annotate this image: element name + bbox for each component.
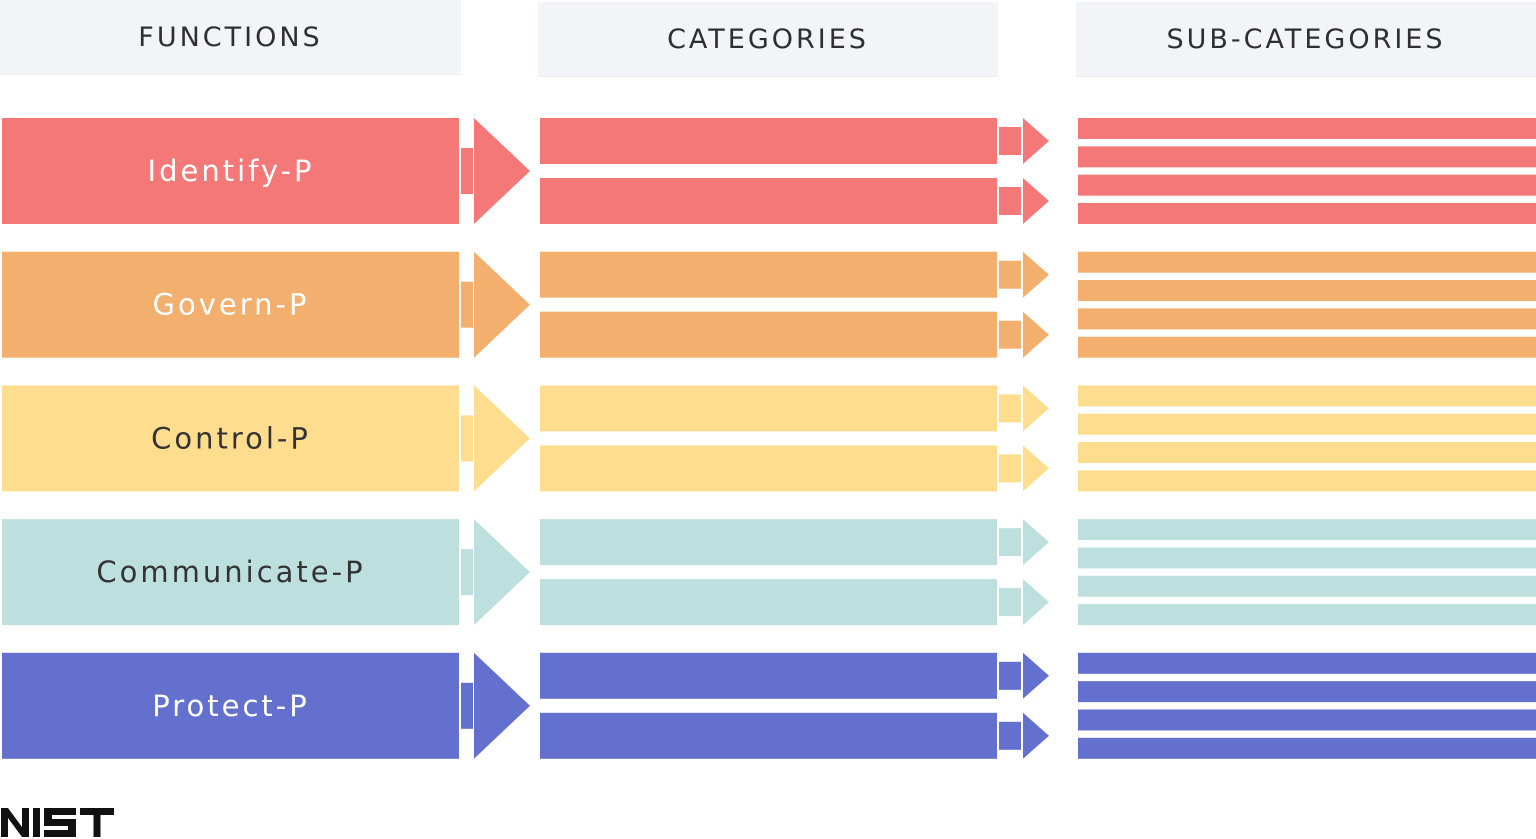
function-label: Protect-P <box>152 689 310 723</box>
category-bar <box>540 311 997 358</box>
function-arrowhead <box>474 519 530 626</box>
category-bar <box>540 178 997 224</box>
category-arrowhead <box>1023 652 1049 699</box>
category-notch <box>999 187 1021 215</box>
function-label: Govern-P <box>153 288 310 322</box>
subcategory-bar <box>1078 251 1536 273</box>
function-block <box>2 652 459 759</box>
subcategory-bar <box>1078 385 1536 407</box>
category-arrowhead <box>1023 519 1049 566</box>
category-notch <box>999 588 1021 617</box>
function-block <box>2 385 459 492</box>
subcategory-bar <box>1078 146 1536 168</box>
function-notch <box>461 549 473 596</box>
category-arrowhead <box>1023 385 1049 432</box>
category-bar <box>540 712 997 759</box>
subcategory-bar <box>1078 681 1536 703</box>
category-notch <box>999 661 1021 690</box>
header-subcategories: SUB-CATEGORIES <box>1076 2 1536 77</box>
subcategory-bar <box>1078 118 1536 139</box>
function-block <box>2 251 459 358</box>
category-notch <box>999 260 1021 289</box>
function-arrowhead <box>474 385 530 492</box>
subcategory-bar <box>1078 174 1536 196</box>
function-arrowhead <box>474 118 530 224</box>
function-label: Control-P <box>151 421 311 455</box>
subcategory-bar <box>1078 547 1536 569</box>
category-notch <box>999 394 1021 423</box>
category-notch <box>999 454 1021 483</box>
function-label: Communicate-P <box>96 555 365 589</box>
function-arrowhead <box>474 652 530 759</box>
subcategory-bar <box>1078 413 1536 435</box>
function-notch <box>461 682 473 729</box>
category-arrowhead <box>1023 178 1049 224</box>
category-bar <box>540 519 997 566</box>
header-categories: CATEGORIES <box>538 2 998 77</box>
category-arrowhead <box>1023 251 1049 298</box>
category-bar <box>540 385 997 432</box>
function-block <box>2 519 459 626</box>
subcategory-bar <box>1078 280 1536 302</box>
subcategory-bar <box>1078 709 1536 731</box>
function-label: Identify-P <box>148 154 315 188</box>
category-notch <box>999 127 1021 155</box>
subcategory-bar <box>1078 308 1536 330</box>
category-bar <box>540 445 997 492</box>
category-notch <box>999 528 1021 557</box>
category-bar <box>540 251 997 298</box>
nist-logo <box>1 808 114 837</box>
function-notch <box>461 415 473 462</box>
subcategory-bar <box>1078 652 1536 674</box>
category-arrowhead <box>1023 118 1049 164</box>
subcategory-bar <box>1078 336 1536 358</box>
framework-diagram: Identify-P Govern-P Control-P Communicate-P… <box>2 118 1536 759</box>
subcategory-bar <box>1078 737 1536 759</box>
category-arrowhead <box>1023 712 1049 759</box>
category-bar <box>540 118 997 164</box>
subcategory-bar <box>1078 203 1536 224</box>
category-notch <box>999 721 1021 750</box>
subcategory-bar <box>1078 604 1536 626</box>
category-bar <box>540 579 997 626</box>
header-functions: FUNCTIONS <box>0 0 461 75</box>
subcategory-bar <box>1078 519 1536 541</box>
category-notch <box>999 320 1021 349</box>
subcategory-bar <box>1078 470 1536 492</box>
category-arrowhead <box>1023 311 1049 358</box>
function-notch <box>461 148 473 194</box>
function-arrowhead <box>474 251 530 358</box>
category-arrowhead <box>1023 445 1049 492</box>
category-arrowhead <box>1023 579 1049 626</box>
category-bar <box>540 652 997 699</box>
function-block <box>2 118 459 224</box>
function-notch <box>461 281 473 328</box>
subcategory-bar <box>1078 442 1536 464</box>
subcategory-bar <box>1078 575 1536 597</box>
